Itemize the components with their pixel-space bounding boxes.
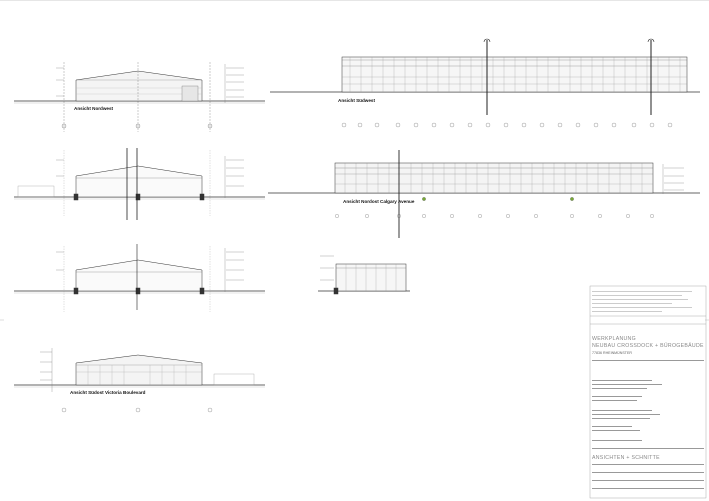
section-cut-1: [14, 148, 265, 220]
label-ansicht-suedost: Ansicht Südost Victoria Boulevard: [70, 390, 146, 395]
elevation-suedost: [14, 348, 265, 413]
label-ansicht-nordost: Ansicht Nordost Calgary Avenue: [343, 199, 415, 204]
title-block-frame: [589, 285, 707, 499]
drawing-title: ANSICHTEN + SCHNITTE: [592, 455, 660, 461]
label-ansicht-nordwest: Ansicht Nordwest: [74, 106, 114, 111]
section-cut-2: [14, 244, 265, 312]
section-cut-small: [318, 255, 410, 295]
elevation-nordost: [268, 150, 700, 238]
project-location: 77836 RHEINMÜNSTER: [592, 351, 632, 355]
label-ansicht-suedwest: Ansicht Südwest: [338, 98, 376, 103]
title-block: WERKPLANUNG NEUBAU CROSSDOCK + BÜROGEBÄU…: [592, 300, 704, 497]
revision-list: [592, 286, 704, 316]
elevation-suedwest: [270, 38, 700, 128]
elevation-nordwest: [14, 62, 265, 132]
project-line-2: NEUBAU CROSSDOCK + BÜROGEBÄUDE: [592, 343, 704, 349]
project-line-1: WERKPLANUNG: [592, 336, 636, 342]
